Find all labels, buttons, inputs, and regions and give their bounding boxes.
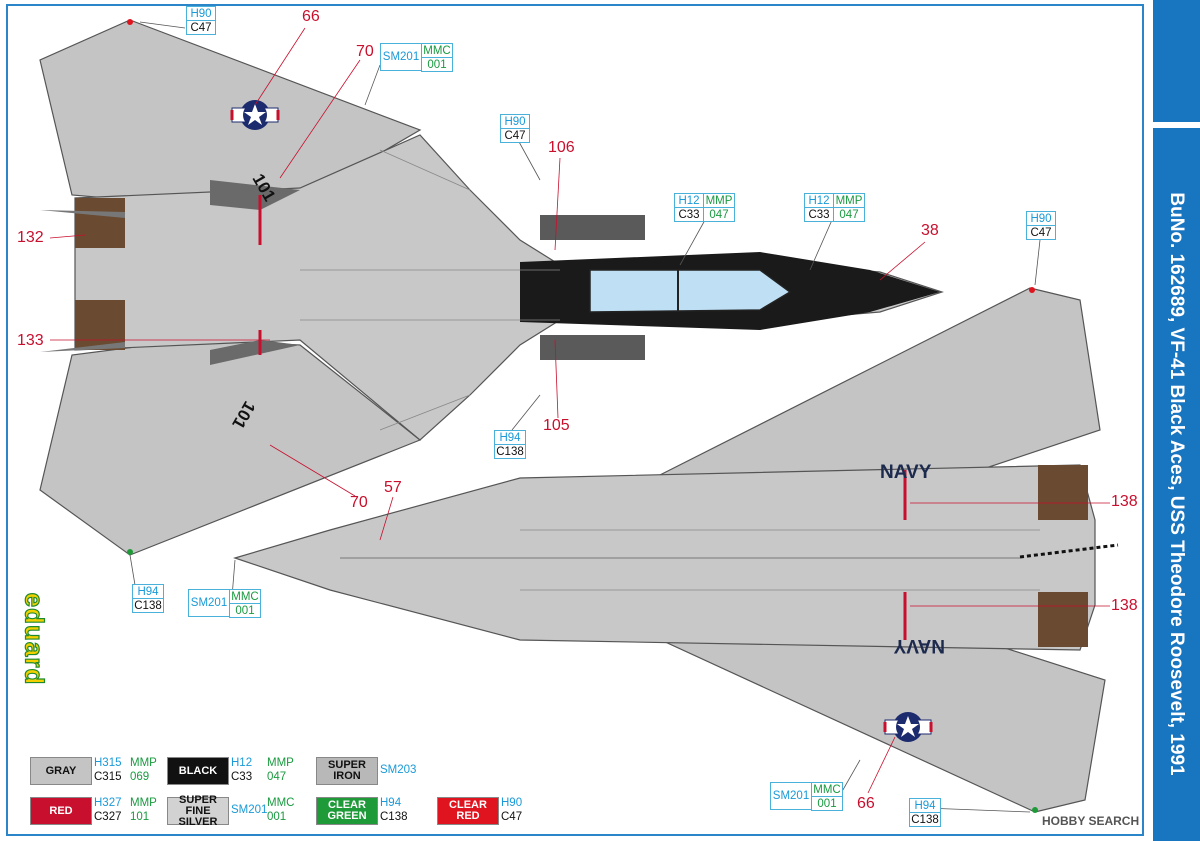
drawing-frame: [6, 4, 1144, 836]
legend-swatch: RED: [30, 797, 92, 825]
legend-code-h: H94: [380, 797, 402, 809]
callout-105: 105: [543, 417, 570, 434]
hobby-search-watermark: HOBBY SEARCH: [1042, 814, 1140, 828]
legend-code-h: H315: [94, 757, 122, 769]
legend-code-h: H90: [501, 797, 523, 809]
legend-swatch: BLACK: [167, 757, 229, 785]
callout-138-lower: 138: [1111, 597, 1138, 614]
legend-code-m2: 101: [130, 811, 150, 823]
navy-marking-upper: NAVY: [880, 462, 932, 483]
callout-132: 132: [17, 229, 44, 246]
legend-code-h: H12: [231, 757, 253, 769]
legend-swatch: CLEAR RED: [437, 797, 499, 825]
sidebar-top-block: [1153, 0, 1200, 122]
legend-code-c: C327: [94, 811, 122, 823]
bottom-view-aircraft: NAVY NAVY: [233, 287, 1119, 813]
callout-57: 57: [384, 479, 402, 496]
legend-code-c: C47: [501, 811, 523, 823]
legend-code-m1: MMP: [130, 757, 157, 769]
top-view-aircraft: 101 101: [39, 19, 944, 556]
callout-66-top: 66: [302, 8, 320, 25]
legend-code-h: SM201: [231, 804, 268, 816]
eduard-logo: eduard: [19, 592, 50, 686]
callout-lines: [49, 27, 1110, 794]
legend-code-h: H327: [94, 797, 122, 809]
callout-138-upper: 138: [1111, 493, 1138, 510]
navy-marking-lower: NAVY: [893, 635, 945, 656]
legend-code-m2: 069: [130, 771, 150, 783]
legend-swatch: GRAY: [30, 757, 92, 785]
callout-106: 106: [548, 139, 575, 156]
legend-code-m1: MMC: [267, 797, 295, 809]
callout-38: 38: [921, 222, 939, 239]
legend-code-m2: 047: [267, 771, 287, 783]
legend-code-c: C315: [94, 771, 122, 783]
callout-133: 133: [17, 332, 44, 349]
legend-swatch: SUPER IRON: [316, 757, 378, 785]
legend-code-c: C33: [231, 771, 253, 783]
title-sidebar: [1153, 128, 1200, 841]
leader-lines: [129, 21, 1041, 813]
legend-code-h: SM203: [380, 764, 417, 776]
legend-code-m1: MMP: [267, 757, 294, 769]
legend-swatch: CLEAR GREEN: [316, 797, 378, 825]
legend-code-m1: MMP: [130, 797, 157, 809]
callout-70-top: 70: [356, 43, 374, 60]
callout-70-bottom: 70: [350, 494, 368, 511]
legend-code-m2: 001: [267, 811, 287, 823]
callout-66-bottom: 66: [857, 795, 875, 812]
legend-swatch: SUPER FINE SILVER: [167, 794, 229, 827]
legend-code-c: C138: [380, 811, 408, 823]
